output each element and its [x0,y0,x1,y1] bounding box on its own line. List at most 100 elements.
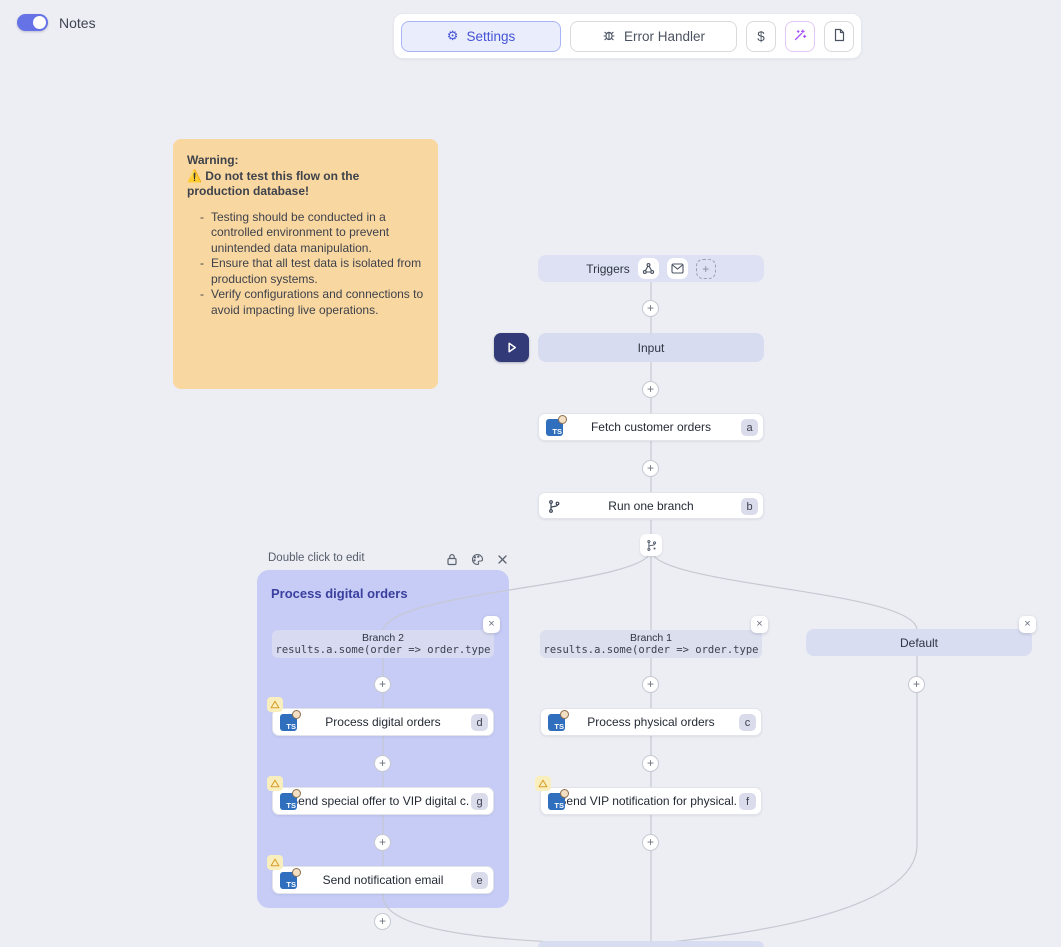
remove-branch-2-button[interactable]: × [483,616,500,633]
typescript-icon: TS [280,710,301,731]
flow-toolbar: ⚙ Settings Error Handler $ [393,13,862,59]
ai-assistant-button[interactable] [785,20,815,52]
merge-node-partial[interactable] [538,941,764,947]
close-icon: × [1024,618,1031,630]
email-trigger-icon[interactable] [666,258,688,279]
ts-letters: TS [286,722,296,731]
group-title: Process digital orders [271,586,408,601]
ts-letters: TS [286,880,296,889]
document-icon [833,28,846,45]
branch-1-header[interactable]: Branch 1 results.a.some(order => order.t… [540,630,762,658]
add-step-button[interactable]: + [642,755,659,772]
branch-2-header[interactable]: Branch 2 results.a.some(order => order.t… [272,630,494,658]
typescript-icon: TS [548,789,569,810]
close-icon: × [488,618,495,630]
step-label: Send VIP notification for physical... [565,794,737,808]
add-step-button[interactable]: + [642,460,659,477]
plus-icon: + [378,914,386,928]
runtime-badge-icon [560,789,569,798]
ts-letters: TS [554,722,564,731]
flow-step-fetch-customer-orders[interactable]: TS Fetch customer orders a [538,413,764,441]
branch-condition: results.a.some(order => order.type [543,644,759,656]
sticky-note-warning[interactable]: Warning: ⚠️ Do not test this flow on the… [173,139,438,389]
plus-icon: + [646,835,654,849]
flow-input-node[interactable]: Input [538,333,764,362]
typescript-icon: TS [280,868,301,889]
add-step-button[interactable]: + [642,834,659,851]
plus-icon: + [912,677,920,691]
step-label: Run one branch [608,498,694,513]
branch-split-icon[interactable] [640,534,662,556]
palette-icon[interactable] [471,553,484,566]
document-button[interactable] [824,20,854,52]
triggers-bar[interactable]: Triggers + [538,255,764,282]
webhook-trigger-icon[interactable] [637,258,659,279]
add-trigger-button[interactable]: + [695,258,716,279]
flow-step-process-physical-orders[interactable]: TS Process physical orders c [540,708,762,736]
branch-condition: results.a.some(order => order.type [275,644,491,656]
add-step-button[interactable]: + [642,676,659,693]
step-label: Process digital orders [325,715,441,729]
dollar-icon: $ [757,28,765,44]
plus-icon: + [646,382,654,396]
ts-letters: TS [286,801,296,810]
plus-icon: + [378,835,386,849]
play-icon [508,342,516,353]
default-branch-header[interactable]: Default [806,629,1032,656]
add-step-button[interactable]: + [642,300,659,317]
error-handler-button[interactable]: Error Handler [570,20,737,52]
group-header-actions [446,553,508,566]
plus-icon: + [646,301,654,315]
plus-icon: + [646,677,654,691]
flow-step-send-vip-notification[interactable]: TS Send VIP notification for physical...… [540,787,762,815]
add-step-button[interactable]: + [374,676,391,693]
runtime-badge-icon [558,415,567,424]
remove-branch-1-button[interactable]: × [751,616,768,633]
step-id-badge: c [739,714,756,731]
branch-title: Branch 2 [361,632,405,644]
note-alert: ⚠️ Do not test this flow on the producti… [187,169,424,200]
add-step-button[interactable]: + [374,755,391,772]
step-id-badge: f [739,793,756,810]
flow-step-process-digital-orders[interactable]: TS Process digital orders d [272,708,494,736]
notes-toggle[interactable] [17,14,48,31]
plus-icon: + [378,677,386,691]
flow-step-run-one-branch[interactable]: Run one branch b [538,492,764,519]
plus-icon: + [378,756,386,770]
ts-letters: TS [552,427,562,436]
settings-label: Settings [466,28,516,44]
warning-icon [267,855,283,870]
step-label: Send notification email [322,873,444,887]
typescript-icon: TS [280,789,301,810]
toggle-knob [33,16,46,29]
pricing-button[interactable]: $ [746,20,776,52]
typescript-icon: TS [546,415,567,436]
remove-default-branch-button[interactable]: × [1019,616,1036,633]
lock-icon[interactable] [446,553,458,566]
flow-step-send-special-offer[interactable]: TS Send special offer to VIP digital c..… [272,787,494,815]
magic-wand-icon [793,28,807,45]
notes-label: Notes [59,14,96,31]
step-label: Send special offer to VIP digital c... [297,794,469,808]
note-bullet: Testing should be conducted in a control… [200,210,424,257]
note-alert-text: Do not test this flow on the production … [187,168,360,199]
runtime-badge-icon [292,868,301,877]
close-group-icon[interactable] [497,554,508,565]
settings-button[interactable]: ⚙ Settings [401,20,561,52]
notes-toggle-group: Notes [17,14,96,31]
add-step-button[interactable]: + [908,676,925,693]
add-step-button[interactable]: + [642,381,659,398]
flow-step-send-notification-email[interactable]: TS Send notification email e [272,866,494,894]
gear-icon: ⚙ [446,28,459,44]
note-bullet-list: Testing should be conducted in a control… [187,210,424,319]
bug-icon [602,28,616,45]
plus-icon: + [702,261,710,276]
add-step-button[interactable]: + [374,913,391,930]
run-flow-button[interactable] [494,333,529,362]
step-label: Process physical orders [587,715,715,729]
branch-icon [547,499,561,519]
add-step-button[interactable]: + [374,834,391,851]
warning-emoji-icon: ⚠️ [187,168,202,183]
